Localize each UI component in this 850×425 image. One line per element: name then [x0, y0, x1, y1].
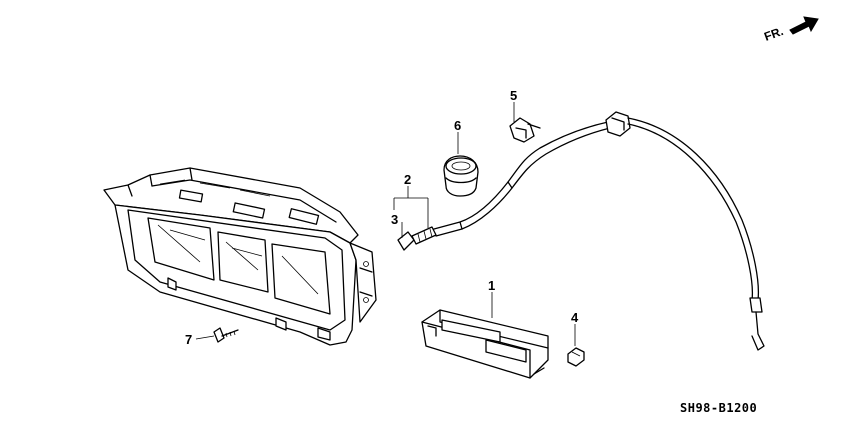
callout-5: 5: [510, 88, 517, 103]
callout-1: 1: [488, 278, 495, 293]
callout-labels: 1 2 3 4 5 6 7: [185, 88, 579, 347]
front-direction-indicator: FR.: [762, 16, 819, 44]
callout-4: 4: [571, 310, 579, 325]
callout-3: 3: [391, 212, 398, 227]
speedometer-cable: [397, 111, 765, 351]
callout-leaders: [195, 102, 576, 346]
direction-label: FR.: [762, 24, 785, 44]
screw-part: [213, 327, 239, 343]
figure-code: SH98-B1200: [680, 401, 757, 415]
instrument-cluster: [103, 167, 377, 346]
grommet-ring-part: [443, 155, 479, 197]
callout-6: 6: [454, 118, 461, 133]
front-arrow-icon: [789, 16, 819, 35]
callout-2: 2: [404, 172, 411, 187]
callout-7: 7: [185, 332, 192, 347]
cable-clip-part: [509, 117, 541, 143]
nut-part: [567, 347, 585, 367]
control-module-part: [421, 309, 549, 379]
